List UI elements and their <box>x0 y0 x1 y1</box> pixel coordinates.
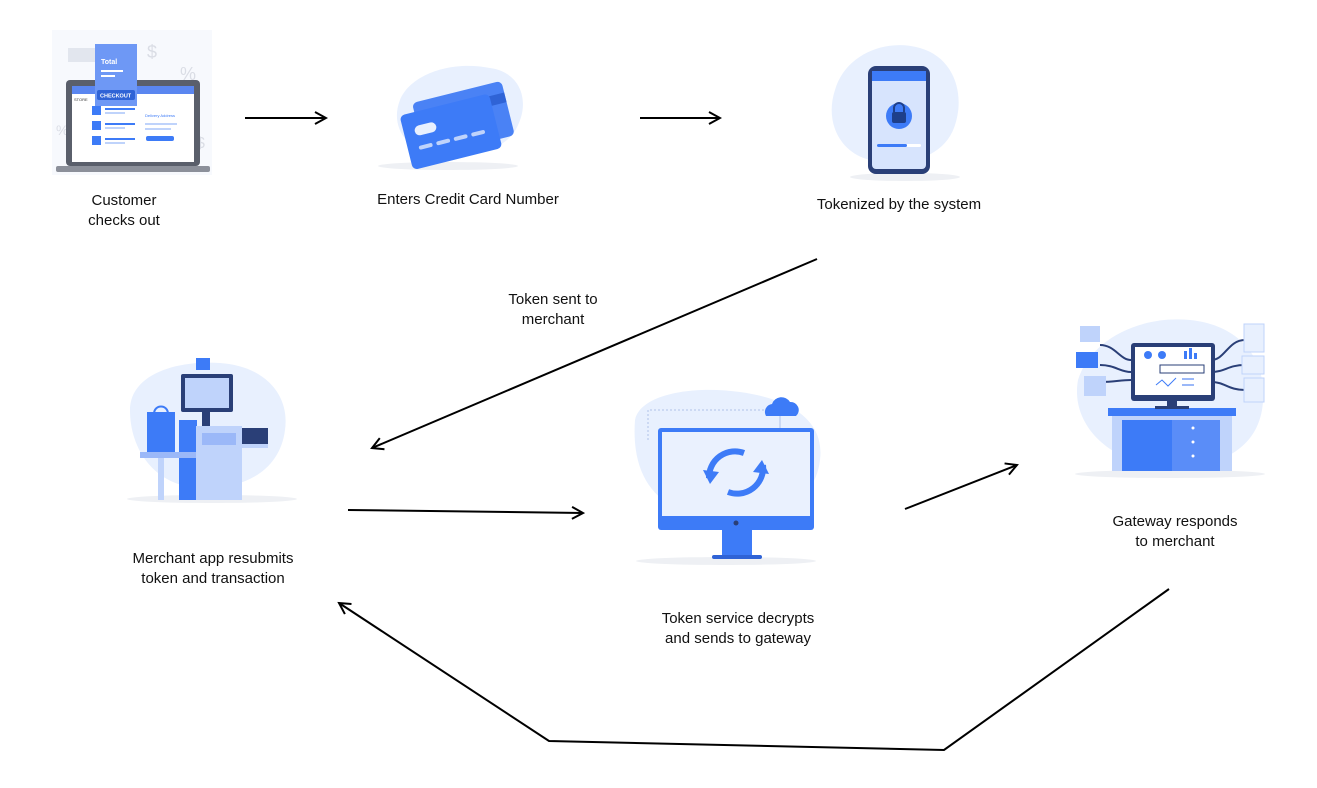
credit-cards-illustration <box>378 65 523 170</box>
step-label-merchant: Merchant app resubmits token and transac… <box>132 550 294 587</box>
svg-text:$: $ <box>196 135 205 152</box>
laptop-checkout-illustration: $ % % $ STORE Delivery Address Total CHE… <box>52 30 212 175</box>
svg-text:%: % <box>56 122 68 138</box>
phone-lock-illustration <box>831 45 960 181</box>
svg-text:%: % <box>180 64 196 84</box>
svg-text:Delivery Address: Delivery Address <box>145 113 175 118</box>
merchant-terminal-illustration <box>127 358 297 503</box>
arrow-tokenize-to-merchant <box>372 258 818 448</box>
arrow-merchant-to-token-service <box>347 510 583 513</box>
edge-label-token-sent: Token sent to merchant <box>508 291 598 328</box>
arrow-token-service-to-gateway <box>904 465 1017 510</box>
monitor-sync-illustration <box>634 389 821 565</box>
arrow-gateway-to-merchant <box>339 588 1170 752</box>
step-label-gateway: Gateway responds to merchant <box>1112 513 1238 550</box>
step-label-tokenized: Tokenized by the system <box>816 196 982 213</box>
step-label-token-service: Token service decrypts and sends to gate… <box>661 610 815 647</box>
svg-text:CHECKOUT: CHECKOUT <box>100 94 132 100</box>
gateway-desk-illustration <box>1075 319 1265 478</box>
step-label-enters-card: Enters Credit Card Number <box>377 191 559 208</box>
svg-text:STORE: STORE <box>74 97 88 102</box>
svg-text:$: $ <box>147 42 157 62</box>
step-label-checkout: Customer checks out <box>88 192 160 229</box>
svg-text:Total: Total <box>101 59 117 66</box>
